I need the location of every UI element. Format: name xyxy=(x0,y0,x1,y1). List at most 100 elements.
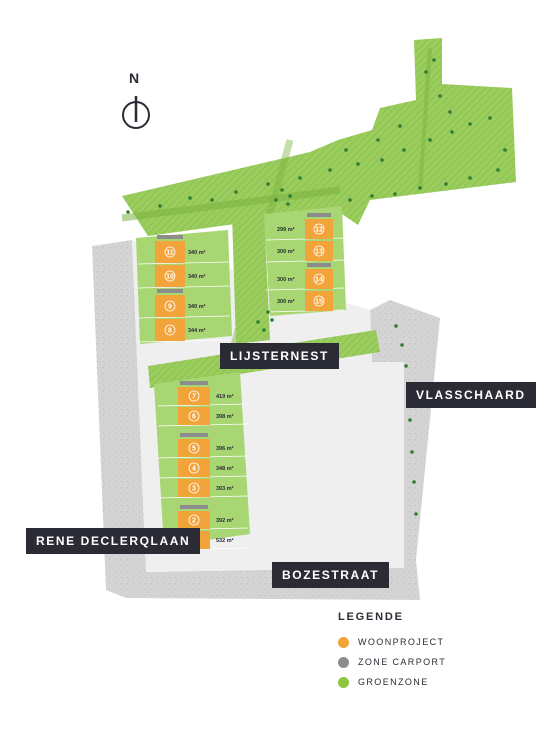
central-plaza xyxy=(244,362,404,568)
lot-area: 340 m² xyxy=(188,303,206,310)
unit-number-ring xyxy=(164,324,176,336)
unit-number: 14 xyxy=(315,277,323,284)
legend-label: WOONPROJECT xyxy=(358,637,445,647)
lot-area: 398 m² xyxy=(216,413,234,420)
tree-icon xyxy=(394,324,398,328)
unit-number: 10 xyxy=(166,274,174,281)
tree-icon xyxy=(266,310,270,314)
tree-icon xyxy=(288,194,292,198)
tree-icon xyxy=(438,94,442,98)
legend-label: GROENZONE xyxy=(358,677,429,687)
tree-icon xyxy=(410,450,414,454)
unit-number: 2 xyxy=(192,518,196,525)
tree-icon xyxy=(450,130,454,134)
unit-number: 11 xyxy=(166,250,174,257)
legend-item-woonproject: WOONPROJECT xyxy=(338,632,446,652)
carport-zone xyxy=(180,381,208,385)
trees xyxy=(126,58,507,516)
lot-area: 340 m² xyxy=(188,249,206,256)
tree-icon xyxy=(126,210,130,214)
tree-icon xyxy=(503,148,507,152)
unit-number-ring xyxy=(164,270,176,282)
carport-zone xyxy=(180,433,208,437)
house-unit xyxy=(178,459,210,477)
unit-number-ring xyxy=(313,223,325,235)
street-label-rene-declerqlaan: RENE DECLERQLAAN xyxy=(26,528,201,554)
lot-area: 393 m² xyxy=(216,485,234,492)
tree-icon xyxy=(286,202,290,206)
tree-icon xyxy=(488,116,492,120)
tree-icon xyxy=(356,162,360,166)
tree-icon xyxy=(404,364,408,368)
street-label-vlasschaard: VLASSCHAARD xyxy=(406,382,536,408)
tree-icon xyxy=(444,182,448,186)
lot-area: 419 m² xyxy=(216,393,234,400)
unit-number: 4 xyxy=(192,466,196,473)
tree-icon xyxy=(262,328,266,332)
unit-number: 6 xyxy=(192,414,196,421)
house-unit xyxy=(178,439,210,457)
lot-area: 392 m² xyxy=(216,517,234,524)
lot-area: 344 m² xyxy=(188,327,206,334)
lot-area: 532 m² xyxy=(216,537,234,544)
street-label-lijsternest: LIJSTERNEST xyxy=(220,343,339,369)
legend-item-groenzone: GROENZONE xyxy=(338,672,446,692)
legend-item-zone-carport: ZONE CARPORT xyxy=(338,652,446,672)
tree-icon xyxy=(380,158,384,162)
tree-icon xyxy=(400,343,404,347)
lot-area: 340 m² xyxy=(188,273,206,280)
carport-zone xyxy=(180,505,208,509)
house-unit xyxy=(155,295,185,317)
tree-icon xyxy=(412,480,416,484)
tree-icon xyxy=(188,196,192,200)
lot-area: 299 m² xyxy=(277,226,295,233)
tree-icon xyxy=(428,138,432,142)
tree-icon xyxy=(158,204,162,208)
legend: LEGENDE WOONPROJECT ZONE CARPORT GROENZO… xyxy=(338,611,446,692)
house-unit xyxy=(305,219,333,239)
groenzone-swatch-icon xyxy=(338,676,349,688)
green-corridor xyxy=(232,210,270,344)
unit-number-ring xyxy=(188,482,200,494)
tree-icon xyxy=(402,148,406,152)
compass-north-label: N xyxy=(129,70,140,86)
legend-title: LEGENDE xyxy=(338,611,404,623)
tree-icon xyxy=(266,182,270,186)
house-unit xyxy=(178,387,210,405)
house-unit xyxy=(305,291,333,311)
carport-zone xyxy=(157,235,183,239)
house-unit xyxy=(155,265,185,287)
lot-area: 300 m² xyxy=(277,298,295,305)
tree-icon xyxy=(393,192,397,196)
unit-number: 8 xyxy=(168,328,172,335)
unit-number-ring xyxy=(188,390,200,402)
tree-icon xyxy=(210,198,214,202)
unit-number-ring xyxy=(188,514,200,526)
unit-number: 5 xyxy=(192,446,196,453)
unit-number: 9 xyxy=(168,304,172,311)
unit-number: 7 xyxy=(192,394,196,401)
carport-zone xyxy=(307,263,331,267)
unit-number-ring xyxy=(313,295,325,307)
house-unit xyxy=(178,479,210,497)
tree-icon xyxy=(468,176,472,180)
unit-number-ring xyxy=(164,300,176,312)
house-unit xyxy=(178,407,210,425)
carport-swatch-icon xyxy=(338,656,349,668)
unit-number-ring xyxy=(188,410,200,422)
compass-icon xyxy=(122,96,150,129)
tree-icon xyxy=(418,186,422,190)
unit-number-ring xyxy=(188,442,200,454)
tree-icon xyxy=(274,198,278,202)
lot-area: 300 m² xyxy=(277,276,295,283)
house-unit xyxy=(305,269,333,289)
woonproject-swatch-icon xyxy=(338,636,349,648)
tree-icon xyxy=(448,110,452,114)
lot-area: 396 m² xyxy=(216,445,234,452)
tree-icon xyxy=(424,70,428,74)
tree-icon xyxy=(280,188,284,192)
tree-icon xyxy=(256,320,260,324)
house-unit xyxy=(155,241,185,263)
house-unit xyxy=(305,241,333,261)
